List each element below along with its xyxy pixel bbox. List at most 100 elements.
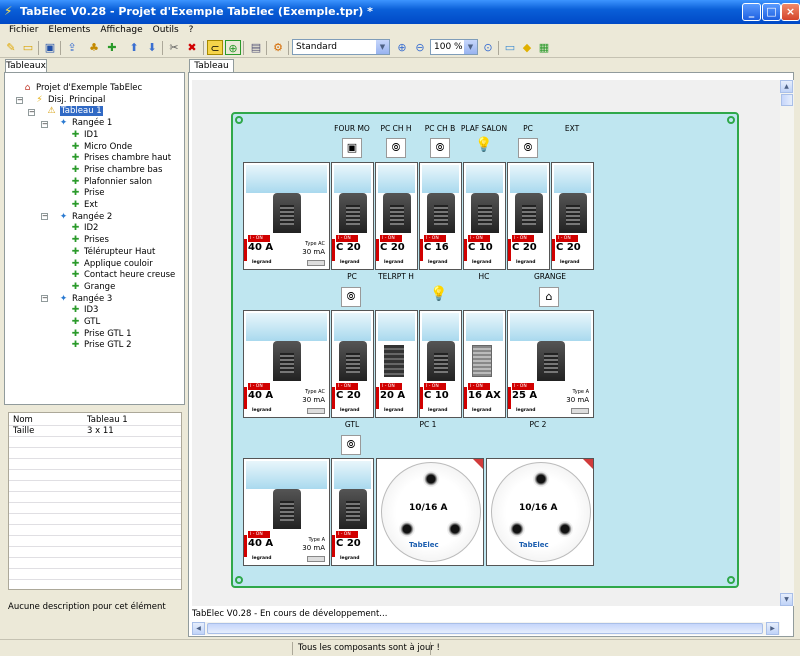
breaker-lever[interactable] <box>514 193 543 233</box>
maximize-button[interactable]: □ <box>762 3 781 21</box>
move-down-icon[interactable]: ⬇ <box>147 41 157 54</box>
tree-item[interactable]: ✚Applique couloir <box>70 258 153 270</box>
collapse-toggle[interactable]: − <box>41 212 48 220</box>
tab-tableaux[interactable]: Tableaux <box>5 59 47 73</box>
breaker-lever[interactable] <box>338 489 367 529</box>
tree-item[interactable]: ✚Prises chambre haut <box>70 152 171 164</box>
tree-item[interactable]: ✚Grange <box>70 281 116 293</box>
tag-icon[interactable]: ◆ <box>522 41 532 54</box>
export-icon[interactable]: ⇪ <box>67 41 77 54</box>
tree-item[interactable]: ✦Rangée 2 <box>58 211 113 223</box>
open-folder-icon[interactable]: ▭ <box>22 41 34 54</box>
tree-item[interactable]: ✚Contact heure creuse <box>70 269 176 281</box>
zoom-in-icon[interactable]: ⊕ <box>397 41 407 54</box>
tree-item[interactable]: ⌂Projet d'Exemple TabElec <box>22 82 143 94</box>
move-up-icon[interactable]: ⬆ <box>129 41 139 54</box>
select-mode-icon[interactable]: ⊂ <box>207 40 223 55</box>
remote-switch-selector[interactable] <box>384 345 404 377</box>
collapse-toggle[interactable]: − <box>28 108 35 116</box>
test-button[interactable] <box>307 260 325 266</box>
tree-item[interactable]: ✚Plafonnier salon <box>70 176 152 188</box>
breaker-lever[interactable] <box>558 193 587 233</box>
scroll-left-icon[interactable]: ◀ <box>192 622 205 635</box>
contactor-switch[interactable] <box>472 345 492 377</box>
tree-item[interactable]: ✚Micro Onde <box>70 141 133 153</box>
properties-tool-icon[interactable]: ✂ <box>169 41 179 54</box>
tree-item[interactable]: ✚Prise GTL 2 <box>70 339 132 351</box>
tree-item[interactable]: ✚Prises <box>70 234 109 246</box>
monitor-icon[interactable]: ▭ <box>504 41 516 54</box>
breaker-lever[interactable] <box>426 193 455 233</box>
menu-affichage[interactable]: Affichage <box>100 25 143 35</box>
breaker-lever[interactable] <box>426 341 455 381</box>
collapse-toggle[interactable]: − <box>41 294 48 302</box>
zoom-fit-icon[interactable]: ⊙ <box>483 41 493 54</box>
table-grid-icon[interactable]: ▦ <box>538 41 550 54</box>
tree-item[interactable]: ✦Rangée 1 <box>58 117 113 129</box>
tree-item[interactable]: ✚ID3 <box>70 304 99 316</box>
tree-item[interactable]: ✚Ext <box>70 199 98 211</box>
tree-item[interactable]: ✚Prise GTL 1 <box>70 328 132 340</box>
scroll-right-icon[interactable]: ▶ <box>766 622 779 635</box>
breaker-lever[interactable] <box>338 341 367 381</box>
collapse-toggle[interactable]: − <box>41 120 48 128</box>
tree-item[interactable]: ✚ID2 <box>70 222 99 234</box>
scroll-down-icon[interactable]: ▼ <box>780 593 793 606</box>
horizontal-scrollbar[interactable]: ◀ ▶ <box>192 622 780 635</box>
tree-item[interactable]: ✚Télérupteur Haut <box>70 246 156 258</box>
breaker-lever[interactable] <box>382 193 411 233</box>
zoom-out-icon[interactable]: ⊖ <box>415 41 425 54</box>
menu-fichier[interactable]: Fichier <box>9 25 39 35</box>
tree-item[interactable]: ✚ID1 <box>70 129 99 141</box>
add-component-icon[interactable]: ✚ <box>107 41 117 54</box>
tree-item[interactable]: ✚Prise <box>70 187 105 199</box>
close-button[interactable]: × <box>781 3 800 21</box>
menu-help[interactable]: ? <box>188 25 194 35</box>
style-select[interactable]: Standard ▼ <box>292 39 390 55</box>
zoom-select[interactable]: 100 % ▼ <box>430 39 478 55</box>
test-button[interactable] <box>307 408 325 414</box>
scroll-up-icon[interactable]: ▲ <box>780 80 793 93</box>
property-row[interactable]: Taille 3 x 11 <box>9 426 181 437</box>
breaker-lever[interactable] <box>272 193 301 233</box>
target-icon[interactable]: ⊕ <box>225 40 241 55</box>
collapse-toggle[interactable]: − <box>16 96 23 104</box>
test-button[interactable] <box>571 408 589 414</box>
new-wand-icon[interactable]: ✎ <box>6 41 16 54</box>
breaker-lever[interactable] <box>536 341 565 381</box>
breaker-lever[interactable] <box>272 489 301 529</box>
minimize-button[interactable]: _ <box>742 3 761 21</box>
settings-gear-icon[interactable]: ⚙ <box>273 41 283 54</box>
tree-item[interactable]: ✚Prise chambre bas <box>70 164 163 176</box>
tree-item[interactable]: ✦Rangée 3 <box>58 293 113 305</box>
breaker-lever[interactable] <box>338 193 367 233</box>
menu-elements[interactable]: Elements <box>48 25 91 35</box>
test-button[interactable] <box>307 556 325 562</box>
tree-item[interactable]: ⚠Tableau 1 <box>46 105 103 117</box>
delete-icon[interactable]: ✖ <box>187 41 197 54</box>
add-row-icon[interactable]: ♣ <box>89 41 99 54</box>
property-row[interactable]: Nom Tableau 1 <box>9 415 181 426</box>
breaker-lever[interactable] <box>470 193 499 233</box>
menu-outils[interactable]: Outils <box>152 25 179 35</box>
scroll-thumb[interactable] <box>207 623 763 634</box>
breaker-lever[interactable] <box>272 341 301 381</box>
print-icon[interactable]: ▤ <box>250 41 262 54</box>
